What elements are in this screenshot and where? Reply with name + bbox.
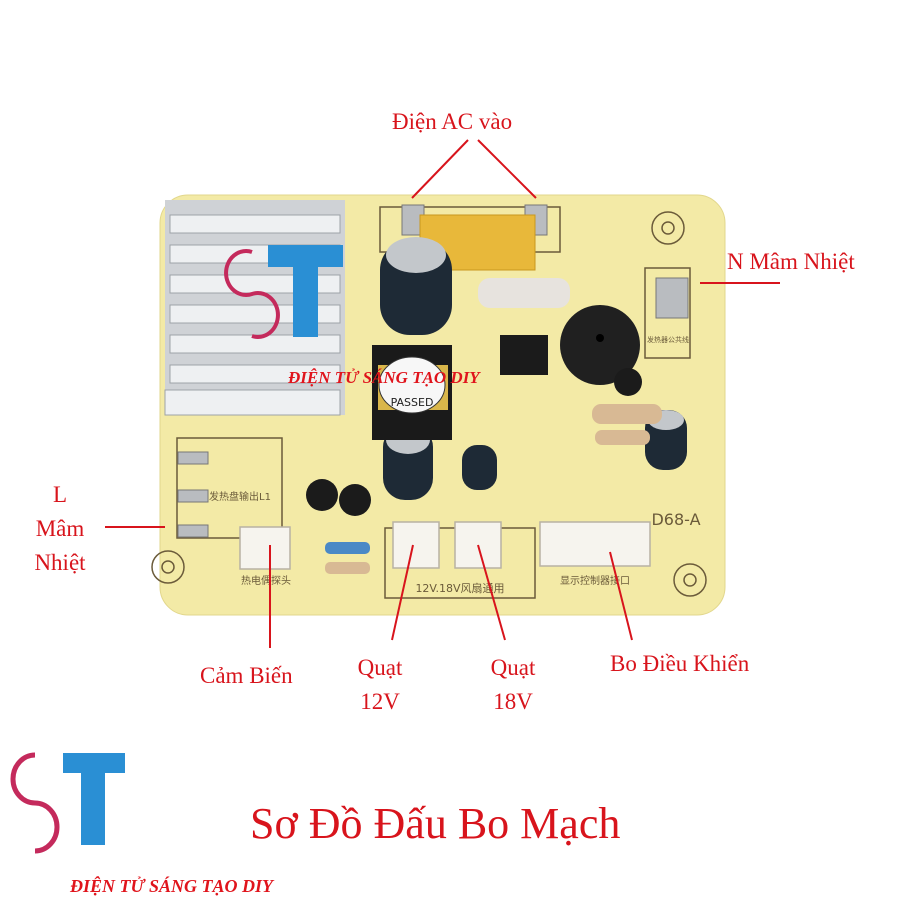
label-l-heater-1: L bbox=[52, 482, 68, 507]
logo-watermark-board bbox=[224, 245, 343, 339]
label-fan-12v-1: Quạt bbox=[357, 655, 403, 680]
l-terminals bbox=[177, 451, 209, 538]
page-title: Sơ Đồ Đấu Bo Mạch bbox=[250, 799, 621, 848]
capacitors bbox=[380, 237, 687, 500]
display-silkscreen: 显示控制器接口 bbox=[560, 574, 630, 587]
connectors bbox=[239, 521, 651, 570]
pointer-lines bbox=[105, 139, 780, 648]
label-l-heater-3: Nhiệt bbox=[34, 550, 86, 575]
logo bbox=[10, 752, 125, 854]
resistors bbox=[325, 278, 662, 574]
label-control-board: Bo Điều Khiển bbox=[610, 651, 750, 676]
transformer-sticker bbox=[378, 356, 446, 414]
transistors bbox=[306, 368, 642, 516]
brand-name: ĐIỆN TỬ SÁNG TẠO DIY bbox=[70, 876, 273, 896]
board-watermark: ĐIỆN TỬ SÁNG TẠO DIY bbox=[288, 368, 480, 387]
n-terminal bbox=[655, 277, 689, 319]
ic-chip bbox=[500, 335, 548, 375]
sensor-silkscreen: 热电偶探头 bbox=[241, 574, 291, 587]
label-sensor: Cảm Biến bbox=[200, 663, 293, 688]
label-l-heater-2: Mâm bbox=[35, 516, 85, 541]
label-fan-18v-1: Quạt bbox=[490, 655, 536, 680]
board-model: D68-A bbox=[651, 510, 700, 529]
sticker-text: PASSED bbox=[391, 396, 434, 409]
fan-silkscreen: 12V.18V风扇通用 bbox=[415, 581, 504, 595]
heater-common-silkscreen: 发热器公共线 bbox=[647, 335, 689, 344]
heater-out-silkscreen: 发热盘输出L1 bbox=[209, 490, 271, 503]
buzzer bbox=[560, 305, 640, 385]
buzzer-hole bbox=[596, 334, 604, 342]
label-n-heater: N Mâm Nhiệt bbox=[727, 249, 855, 274]
label-fan-18v-2: 18V bbox=[493, 689, 533, 714]
label-ac-input: Điện AC vào bbox=[392, 109, 513, 134]
label-fan-12v-2: 12V bbox=[360, 689, 400, 714]
